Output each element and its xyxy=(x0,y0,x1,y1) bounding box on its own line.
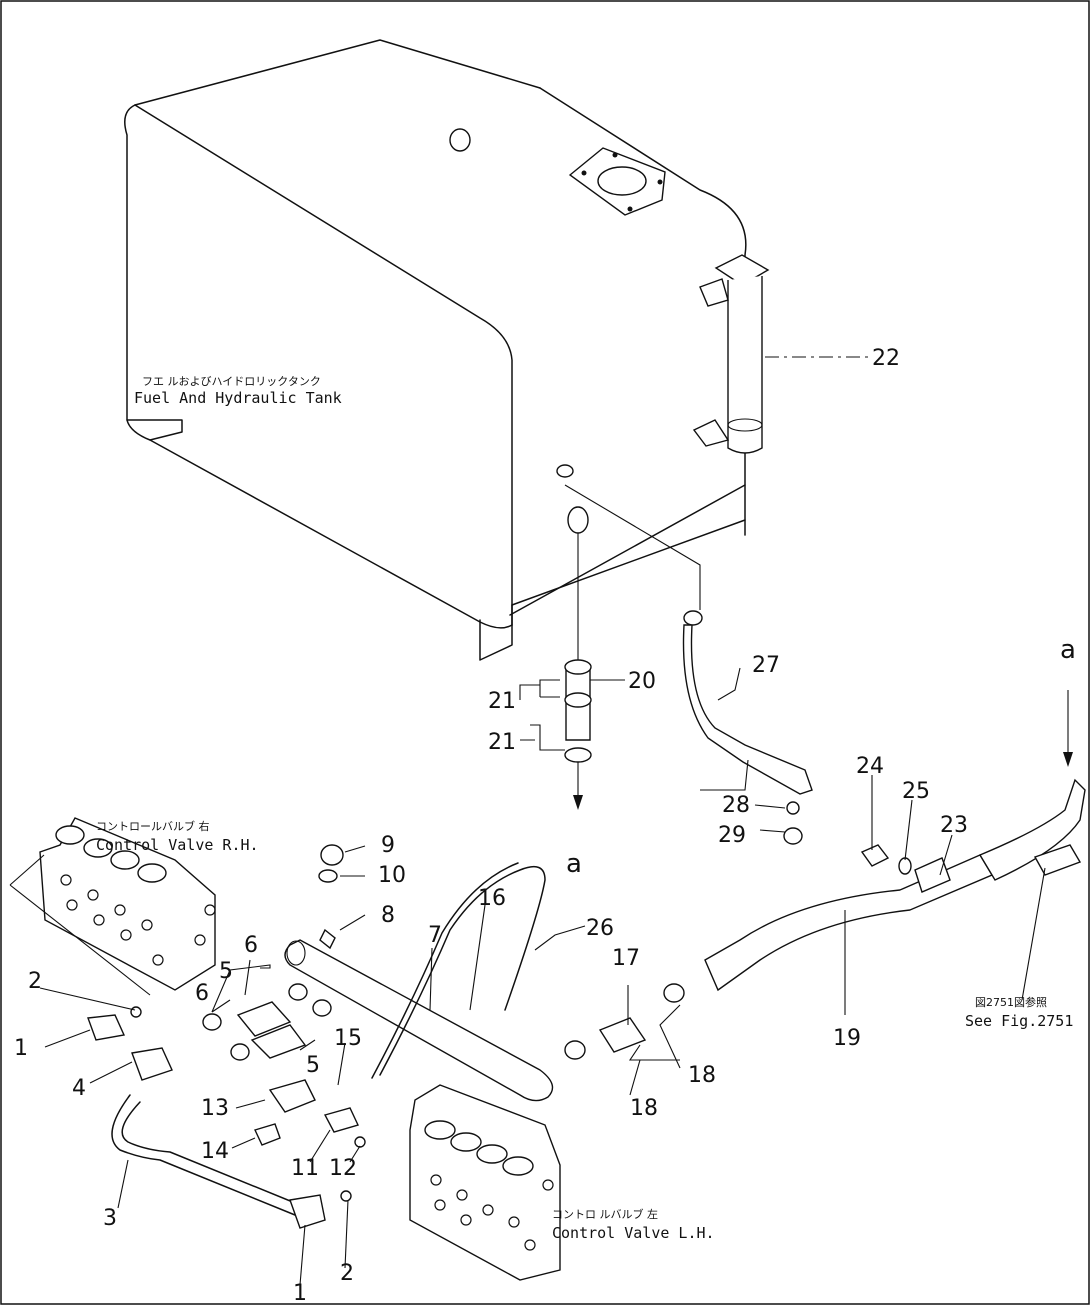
tank-label-jp: フエ ルおよびハイドロリックタンク xyxy=(142,375,321,388)
fuel-hydraulic-tank xyxy=(124,39,747,661)
callout-12: 12 xyxy=(329,1156,357,1181)
callout-23: 23 xyxy=(940,813,968,838)
callout-22: 22 xyxy=(872,346,900,371)
callout-17: 17 xyxy=(612,946,640,971)
part-7-manifold-pipe xyxy=(284,928,554,1102)
control-valve-lh-label-jp: コントロ ルバルブ 左 xyxy=(552,1207,658,1221)
control-valve-lh-label: Control Valve L.H. xyxy=(552,1224,715,1242)
callout-18: 18 xyxy=(630,1096,658,1121)
callout-29: 29 xyxy=(718,823,746,848)
tank-label: Fuel And Hydraulic Tank xyxy=(134,389,342,407)
callout-14: 14 xyxy=(201,1139,229,1164)
callout-21: 21 xyxy=(488,689,516,714)
callout-6: 6 xyxy=(244,933,258,958)
view-a-arrow-down xyxy=(573,795,583,810)
part-19-pipe xyxy=(704,778,1086,992)
view-a-label-bottom: a xyxy=(566,849,582,879)
callout-13: 13 xyxy=(201,1096,229,1121)
captions: フエ ルおよびハイドロリックタンク Fuel And Hydraulic Tan… xyxy=(96,375,1076,1242)
control-valve-rh-label-jp: コントロールバルブ 右 xyxy=(96,819,210,833)
callout-16: 16 xyxy=(478,886,506,911)
callout-27: 27 xyxy=(752,653,780,678)
callout-3: 3 xyxy=(103,1206,117,1231)
callout-10: 10 xyxy=(378,863,406,888)
callout-6: 6 xyxy=(195,981,209,1006)
callout-4: 4 xyxy=(72,1076,86,1101)
view-a-label-top: a xyxy=(1060,635,1076,665)
callout-1: 1 xyxy=(293,1281,307,1305)
callout-28: 28 xyxy=(722,793,750,818)
callout-19: 19 xyxy=(833,1026,861,1051)
callout-1: 1 xyxy=(14,1036,28,1061)
callout-25: 25 xyxy=(902,779,930,804)
leader-lines xyxy=(39,356,1073,1286)
callout-8: 8 xyxy=(381,903,395,928)
control-valve-lh xyxy=(409,1084,561,1281)
callout-18: 18 xyxy=(688,1063,716,1088)
control-valve-rh-label: Control Valve R.H. xyxy=(96,836,259,854)
part-22-breather-tube xyxy=(692,254,770,454)
callout-5: 5 xyxy=(219,959,233,984)
part-number-callouts: 1 1 2 2 3 4 5 5 6 6 7 8 9 10 11 12 13 14… xyxy=(14,346,968,1305)
callout-21: 21 xyxy=(488,730,516,755)
see-fig-label: See Fig.2751 xyxy=(965,1012,1073,1030)
callout-5: 5 xyxy=(306,1053,320,1078)
part-3-hose xyxy=(111,1094,301,1216)
view-a-arrow-up xyxy=(1063,752,1073,767)
callout-15: 15 xyxy=(334,1026,362,1051)
callout-9: 9 xyxy=(381,833,395,858)
callout-20: 20 xyxy=(628,669,656,694)
control-valve-rh xyxy=(9,817,216,996)
callout-24: 24 xyxy=(856,754,884,779)
callout-7: 7 xyxy=(428,923,442,948)
callout-26: 26 xyxy=(586,916,614,941)
parts-20-21-hose-clamp xyxy=(564,506,592,763)
callout-2: 2 xyxy=(28,969,42,994)
part-16-hose xyxy=(371,862,546,1079)
callout-11: 11 xyxy=(291,1156,319,1181)
callout-2: 2 xyxy=(340,1261,354,1286)
see-fig-label-jp: 図2751図参照 xyxy=(975,995,1047,1009)
